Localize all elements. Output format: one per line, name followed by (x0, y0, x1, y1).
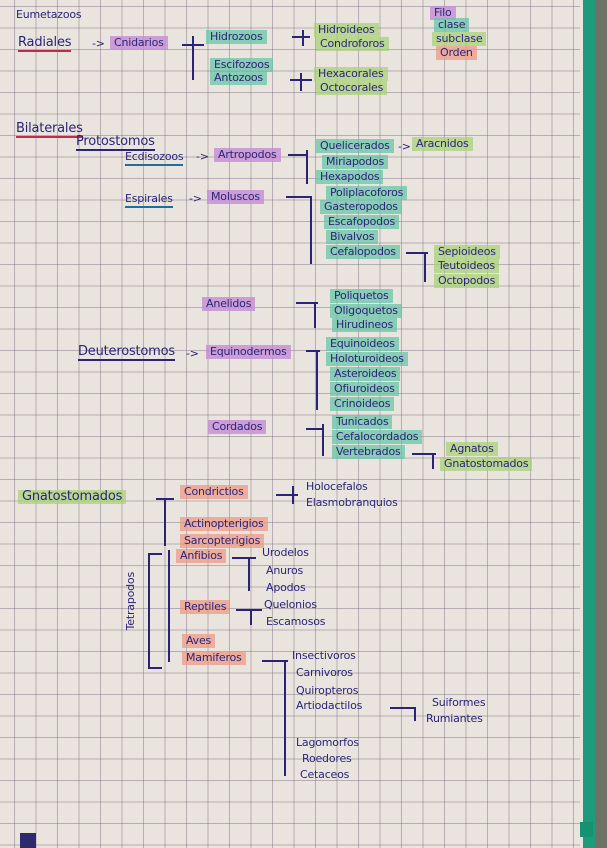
class-holoturoideos: Holoturoideos (326, 352, 408, 366)
subphylum-vertebrados: Vertebrados (332, 445, 405, 459)
sub-octopodos: Octopodos (434, 274, 500, 288)
phylum-artropodos: Artropodos (214, 148, 281, 162)
class-gasteropodos: Gasteropodos (320, 200, 402, 214)
class-condrictios: Condrictios (180, 485, 248, 499)
corner-square-icon (580, 822, 593, 837)
class-cefalopodos: Cefalopodos (326, 245, 400, 259)
arrow: -> (398, 140, 411, 153)
class-oligoquetos: Oligoquetos (330, 304, 402, 318)
ecdisozoos-label: Ecdisozoos (125, 150, 184, 166)
gnatostomados-label: Gnatostomados (18, 490, 127, 504)
tetrapodos-label: Tetrapodos (124, 572, 137, 631)
arrow: -> (196, 150, 209, 163)
order-suiformes: Suiformes (432, 696, 486, 709)
legend-clase: clase (434, 18, 470, 32)
corner-mark-icon (20, 833, 36, 848)
class-antozoos: Antozoos (210, 71, 267, 85)
order-lagomorfos: Lagomorfos (296, 736, 359, 749)
phylum-equinodermos: Equinodermos (206, 345, 291, 359)
legend-orden: Orden (436, 46, 477, 60)
radiales-label: Radiales (18, 35, 72, 52)
arrow: -> (186, 347, 199, 360)
class-hexapodos: Hexapodos (316, 170, 384, 184)
sub-holocefalos: Holocefalos (306, 480, 368, 493)
order-rumiantes: Rumiantes (426, 712, 483, 725)
deuterostomos-label: Deuterostomos (78, 344, 175, 361)
class-escifozoos: Escifozoos (210, 58, 274, 72)
sub-elasmobranquios: Elasmobranquios (306, 496, 398, 509)
subphylum-tunicados: Tunicados (332, 415, 393, 429)
bilaterales-label: Bilaterales (16, 121, 83, 138)
sub-hidroideos: Hidroideos (314, 23, 379, 37)
sub-hexacorales: Hexacorales (314, 67, 388, 81)
subphylum-cefalocordados: Cefalocordados (332, 430, 423, 444)
class-poliplacoforos: Poliplacoforos (326, 186, 408, 200)
order-apodos: Apodos (266, 581, 306, 594)
phylum-anelidos: Anelidos (202, 297, 256, 311)
arrow: -> (189, 192, 202, 205)
order-anuros: Anuros (266, 564, 304, 577)
sub-gnatostomados: Gnatostomados (440, 457, 533, 471)
notebook-edge (580, 0, 607, 848)
class-escafopodos: Escafopodos (324, 215, 400, 229)
class-asteroideos: Asteroideos (330, 367, 401, 381)
phylum-moluscos: Moluscos (207, 190, 264, 204)
class-hidrozoos: Hidrozoos (206, 30, 267, 44)
sub-sepioideos: Sepioideos (434, 245, 500, 259)
legend-filo: Filo (430, 6, 456, 20)
class-quelicerados: Quelicerados (316, 139, 394, 153)
protostomos-label: Protostomos (76, 134, 155, 151)
class-hirudineos: Hirudineos (332, 318, 398, 332)
class-poliquetos: Poliquetos (330, 289, 393, 303)
order-quiropteros: Quiropteros (296, 684, 359, 697)
class-aves: Aves (182, 634, 216, 648)
class-mamiferos: Mamiferos (182, 651, 246, 665)
order-urodelos: Urodelos (262, 546, 309, 559)
class-anfibios: Anfibios (176, 549, 227, 563)
order-artiodactilos: Artiodactilos (296, 699, 363, 712)
legend-subclase: subclase (432, 32, 487, 46)
sub-teutoideos: Teutoideos (434, 259, 499, 273)
arrow: -> (92, 37, 105, 50)
phylum-cnidarios: Cnidarios (110, 36, 168, 50)
class-ofiuroideos: Ofiuroideos (330, 382, 399, 396)
heading-eumetazoos: Eumetazoos (16, 8, 82, 21)
order-carnivoros: Carnivoros (296, 666, 353, 679)
grid-paper-page: Filo clase subclase Orden Eumetazoos Rad… (0, 0, 580, 848)
class-crinoideos: Crinoideos (330, 397, 395, 411)
class-equinoideos: Equinoideos (326, 337, 399, 351)
espirales-label: Espirales (125, 192, 173, 208)
class-miriapodos: Miriapodos (322, 155, 389, 169)
order-quelonios: Quelonios (264, 598, 317, 611)
class-sarcopterigios: Sarcopterigios (180, 534, 265, 548)
class-actinopterigios: Actinopterigios (180, 517, 268, 531)
sub-agnatos: Agnatos (446, 442, 498, 456)
class-reptiles: Reptiles (180, 600, 231, 614)
order-escamosos: Escamosos (266, 615, 326, 628)
phylum-cordados: Cordados (208, 420, 267, 434)
order-roedores: Roedores (302, 752, 352, 765)
sub-condroforos: Condroforos (316, 37, 389, 51)
sub-aracnidos: Aracnidos (412, 137, 473, 151)
sub-octocorales: Octocorales (316, 81, 388, 95)
class-bivalvos: Bivalvos (326, 230, 379, 244)
order-insectivoros: Insectivoros (292, 649, 356, 662)
order-cetaceos: Cetaceos (300, 768, 350, 781)
